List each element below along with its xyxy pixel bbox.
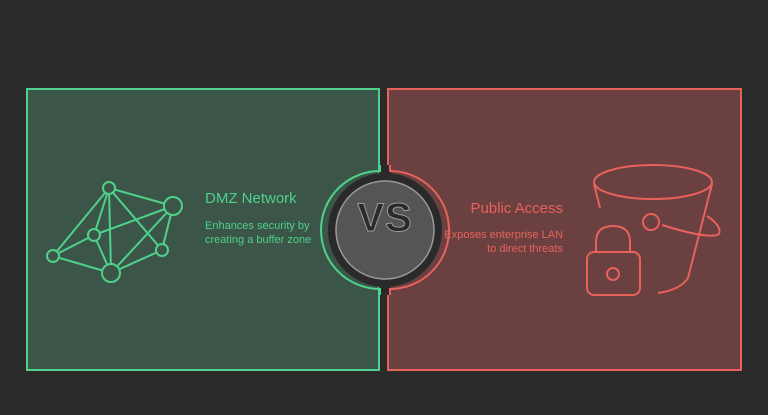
- public-access-title: Public Access: [470, 200, 563, 217]
- bucket-with-lock-icon: [586, 164, 721, 296]
- network-graph-icon: [46, 181, 183, 283]
- public-access-panel: [387, 88, 742, 371]
- dmz-network-description: Enhances security by creating a buffer z…: [205, 220, 312, 246]
- public-access-description: Exposes enterprise LAN to direct threats: [444, 229, 563, 255]
- dmz-network-title: DMZ Network: [205, 190, 297, 207]
- vs-badge: [320, 165, 450, 295]
- vs-label: VS: [357, 196, 413, 241]
